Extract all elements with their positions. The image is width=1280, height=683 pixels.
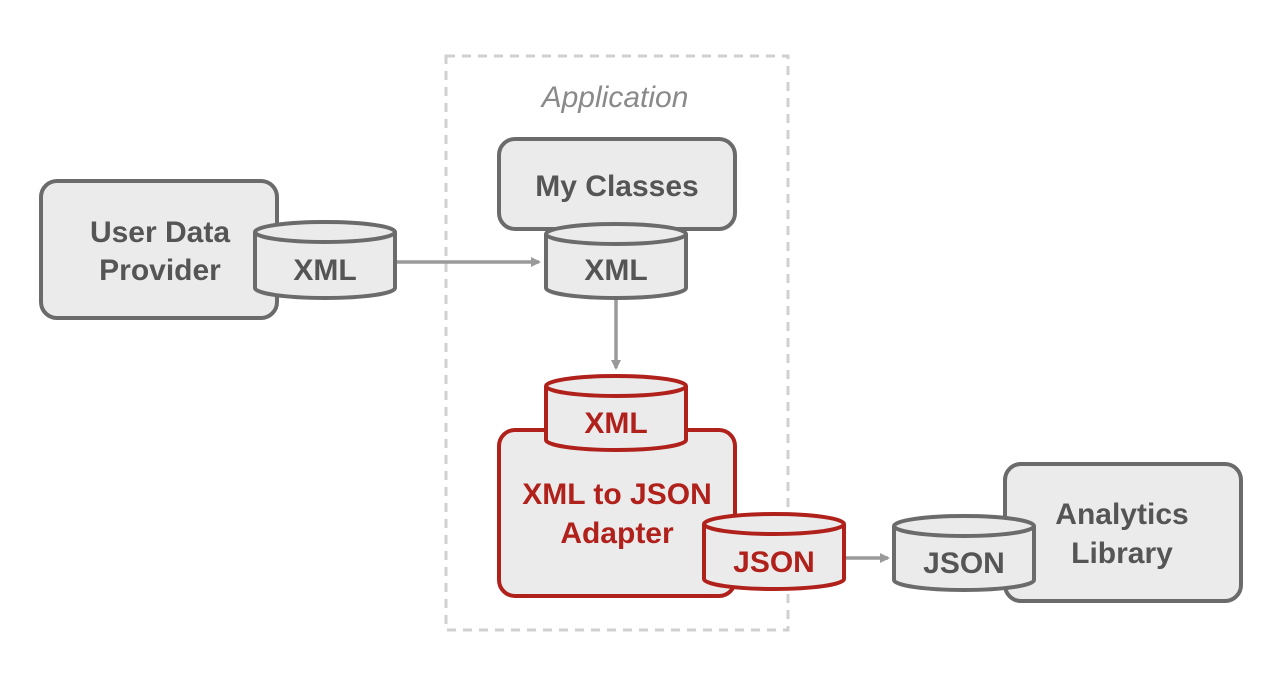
- adapter-xml-input-port: XML: [544, 374, 688, 452]
- application-container: Application: [444, 54, 790, 632]
- analytics-library-json-port: JSON: [892, 514, 1036, 592]
- analytics-library-label-line1: Analytics: [1055, 498, 1188, 531]
- my-classes-port-label: XML: [584, 254, 647, 287]
- application-label: Application: [540, 81, 689, 114]
- adapter-input-port-label: XML: [584, 407, 647, 440]
- my-classes-node: My Classes: [497, 137, 737, 231]
- user-data-provider-xml-port: XML: [253, 220, 397, 300]
- analytics-library-port-label: JSON: [923, 547, 1005, 580]
- user-data-provider-label-line2: Provider: [99, 254, 221, 287]
- my-classes-label: My Classes: [535, 170, 698, 203]
- adapter-label-line2: Adapter: [560, 517, 674, 550]
- user-data-provider-node: User Data Provider: [39, 179, 279, 320]
- adapter-output-port-label: JSON: [733, 546, 815, 579]
- user-data-provider-port-label: XML: [293, 254, 356, 287]
- adapter-json-output-port: JSON: [702, 512, 846, 591]
- analytics-library-node: Analytics Library: [1003, 462, 1243, 603]
- user-data-provider-label-line1: User Data: [90, 216, 230, 249]
- adapter-node: XML to JSON Adapter: [497, 428, 737, 598]
- my-classes-xml-port: XML: [544, 222, 688, 300]
- adapter-label-line1: XML to JSON: [522, 478, 711, 511]
- analytics-library-label-line2: Library: [1071, 537, 1173, 570]
